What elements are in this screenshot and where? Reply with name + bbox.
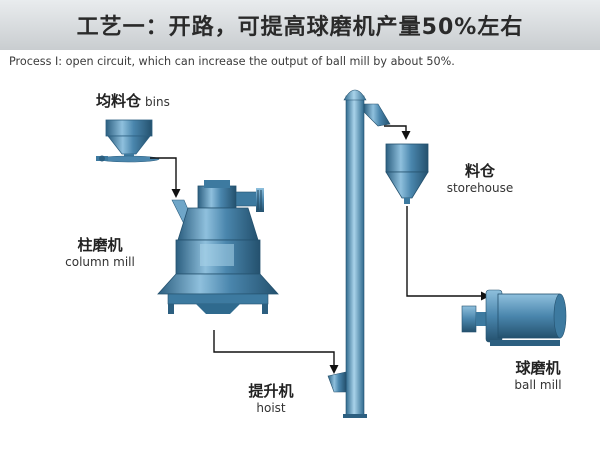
storehouse-label-cn: 料仓 (464, 162, 495, 180)
ball-mill-label-en: ball mill (514, 378, 562, 392)
ball-mill-machine (461, 289, 567, 346)
hoist-label-en: hoist (256, 401, 286, 415)
hoist-label-cn: 提升机 (248, 382, 294, 400)
flow-arrow-storehouse-to-ballmill (406, 206, 490, 301)
subtitle: Process I: open circuit, which can incre… (9, 55, 455, 68)
bins-label-cn: 均料仓 (96, 92, 142, 110)
storehouse-label: 料仓 storehouse (425, 160, 535, 195)
flow-arrow-mill-to-hoist (213, 330, 339, 374)
column-mill-label-en: column mill (65, 255, 135, 269)
hoist-elevator (327, 89, 391, 418)
flow-arrow-hoist-to-storehouse (384, 125, 411, 140)
storehouse-silo (385, 143, 429, 204)
column-mill-label-cn: 柱磨机 (77, 236, 123, 254)
title-bar: 工艺一：开路，可提高球磨机产量50%左右 (0, 0, 600, 50)
column-mill-label: 柱磨机 column mill (40, 234, 160, 269)
flow-arrow-bins-to-mill (150, 157, 181, 198)
page-title: 工艺一：开路，可提高球磨机产量50%左右 (76, 15, 524, 40)
bins-label-en: bins (145, 95, 170, 109)
hoist-label: 提升机 hoist (236, 380, 306, 415)
ball-mill-label-cn: 球磨机 (515, 359, 561, 377)
column-mill-machine (157, 180, 279, 314)
ball-mill-label: 球磨机 ball mill (488, 357, 588, 392)
bins-hopper (96, 119, 160, 163)
storehouse-label-en: storehouse (446, 181, 514, 195)
